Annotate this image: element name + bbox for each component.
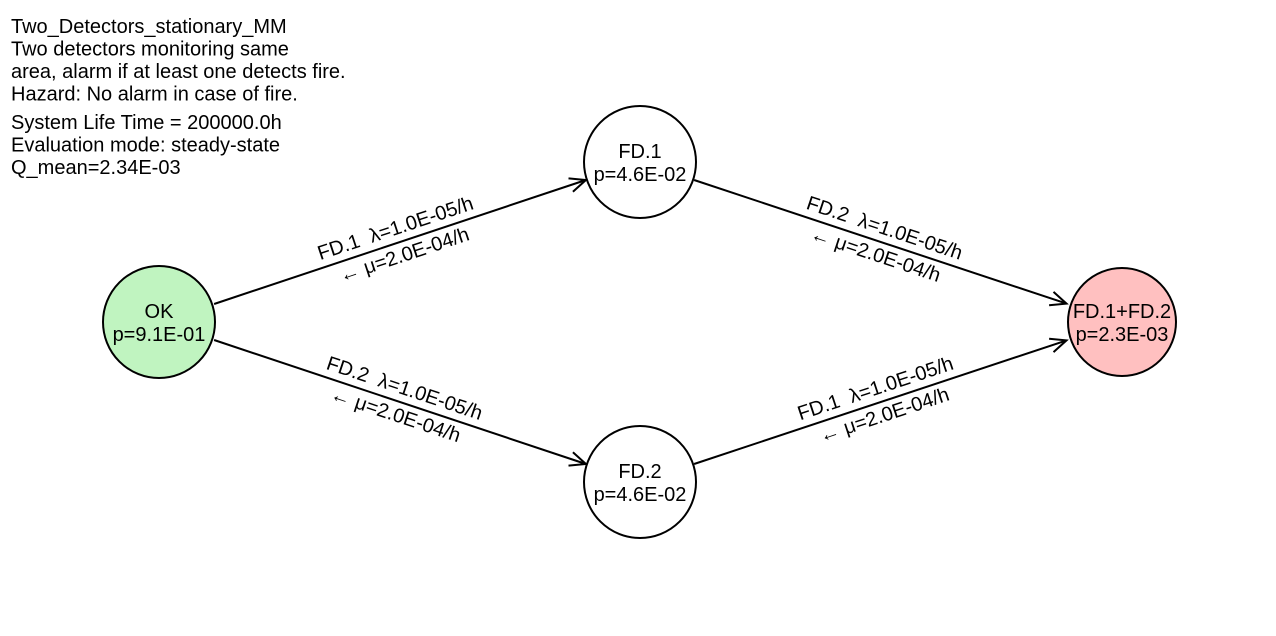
state-circle	[1067, 267, 1177, 377]
info-line-q-mean: Q_mean=2.34E-03	[11, 157, 181, 179]
edge-fd2-to-both	[693, 337, 1069, 465]
description-line-1: Two detectors monitoring same	[11, 39, 289, 61]
info-line-lifetime: System Life Time = 200000.0h	[11, 112, 282, 134]
state-name: FD.1+FD.2	[1073, 301, 1171, 323]
edge-ok-to-fd2	[213, 339, 589, 467]
state-probability: p=4.6E-02	[594, 484, 687, 506]
description-line-3: Hazard: No alarm in case of fire.	[11, 84, 298, 106]
info-line-evaluation-mode: Evaluation mode: steady-state	[11, 135, 280, 157]
state-circle	[583, 105, 697, 219]
edge-fd1-to-both	[693, 179, 1069, 307]
state-probability: p=4.6E-02	[594, 164, 687, 186]
state-circle	[583, 425, 697, 539]
state-node-hazard: FD.1+FD.2 p=2.3E-03	[1067, 267, 1177, 377]
state-probability: p=2.3E-03	[1076, 324, 1169, 346]
diagram-title: Two_Detectors_stationary_MM	[11, 16, 287, 38]
edge-ok-to-fd1	[213, 177, 589, 305]
state-node-ok: OK p=9.1E-01	[102, 265, 216, 379]
state-probability: p=9.1E-01	[113, 324, 206, 346]
state-circle	[102, 265, 216, 379]
state-name: FD.1	[618, 141, 661, 163]
description-line-2: area, alarm if at least one detects fire…	[11, 61, 346, 83]
state-node-fd2: FD.2 p=4.6E-02	[583, 425, 697, 539]
state-name: OK	[145, 301, 175, 323]
state-name: FD.2	[618, 461, 661, 483]
state-node-fd1: FD.1 p=4.6E-02	[583, 105, 697, 219]
header-block: Two_Detectors_stationary_MM Two detector…	[11, 16, 346, 179]
transition-edges	[213, 177, 1069, 467]
